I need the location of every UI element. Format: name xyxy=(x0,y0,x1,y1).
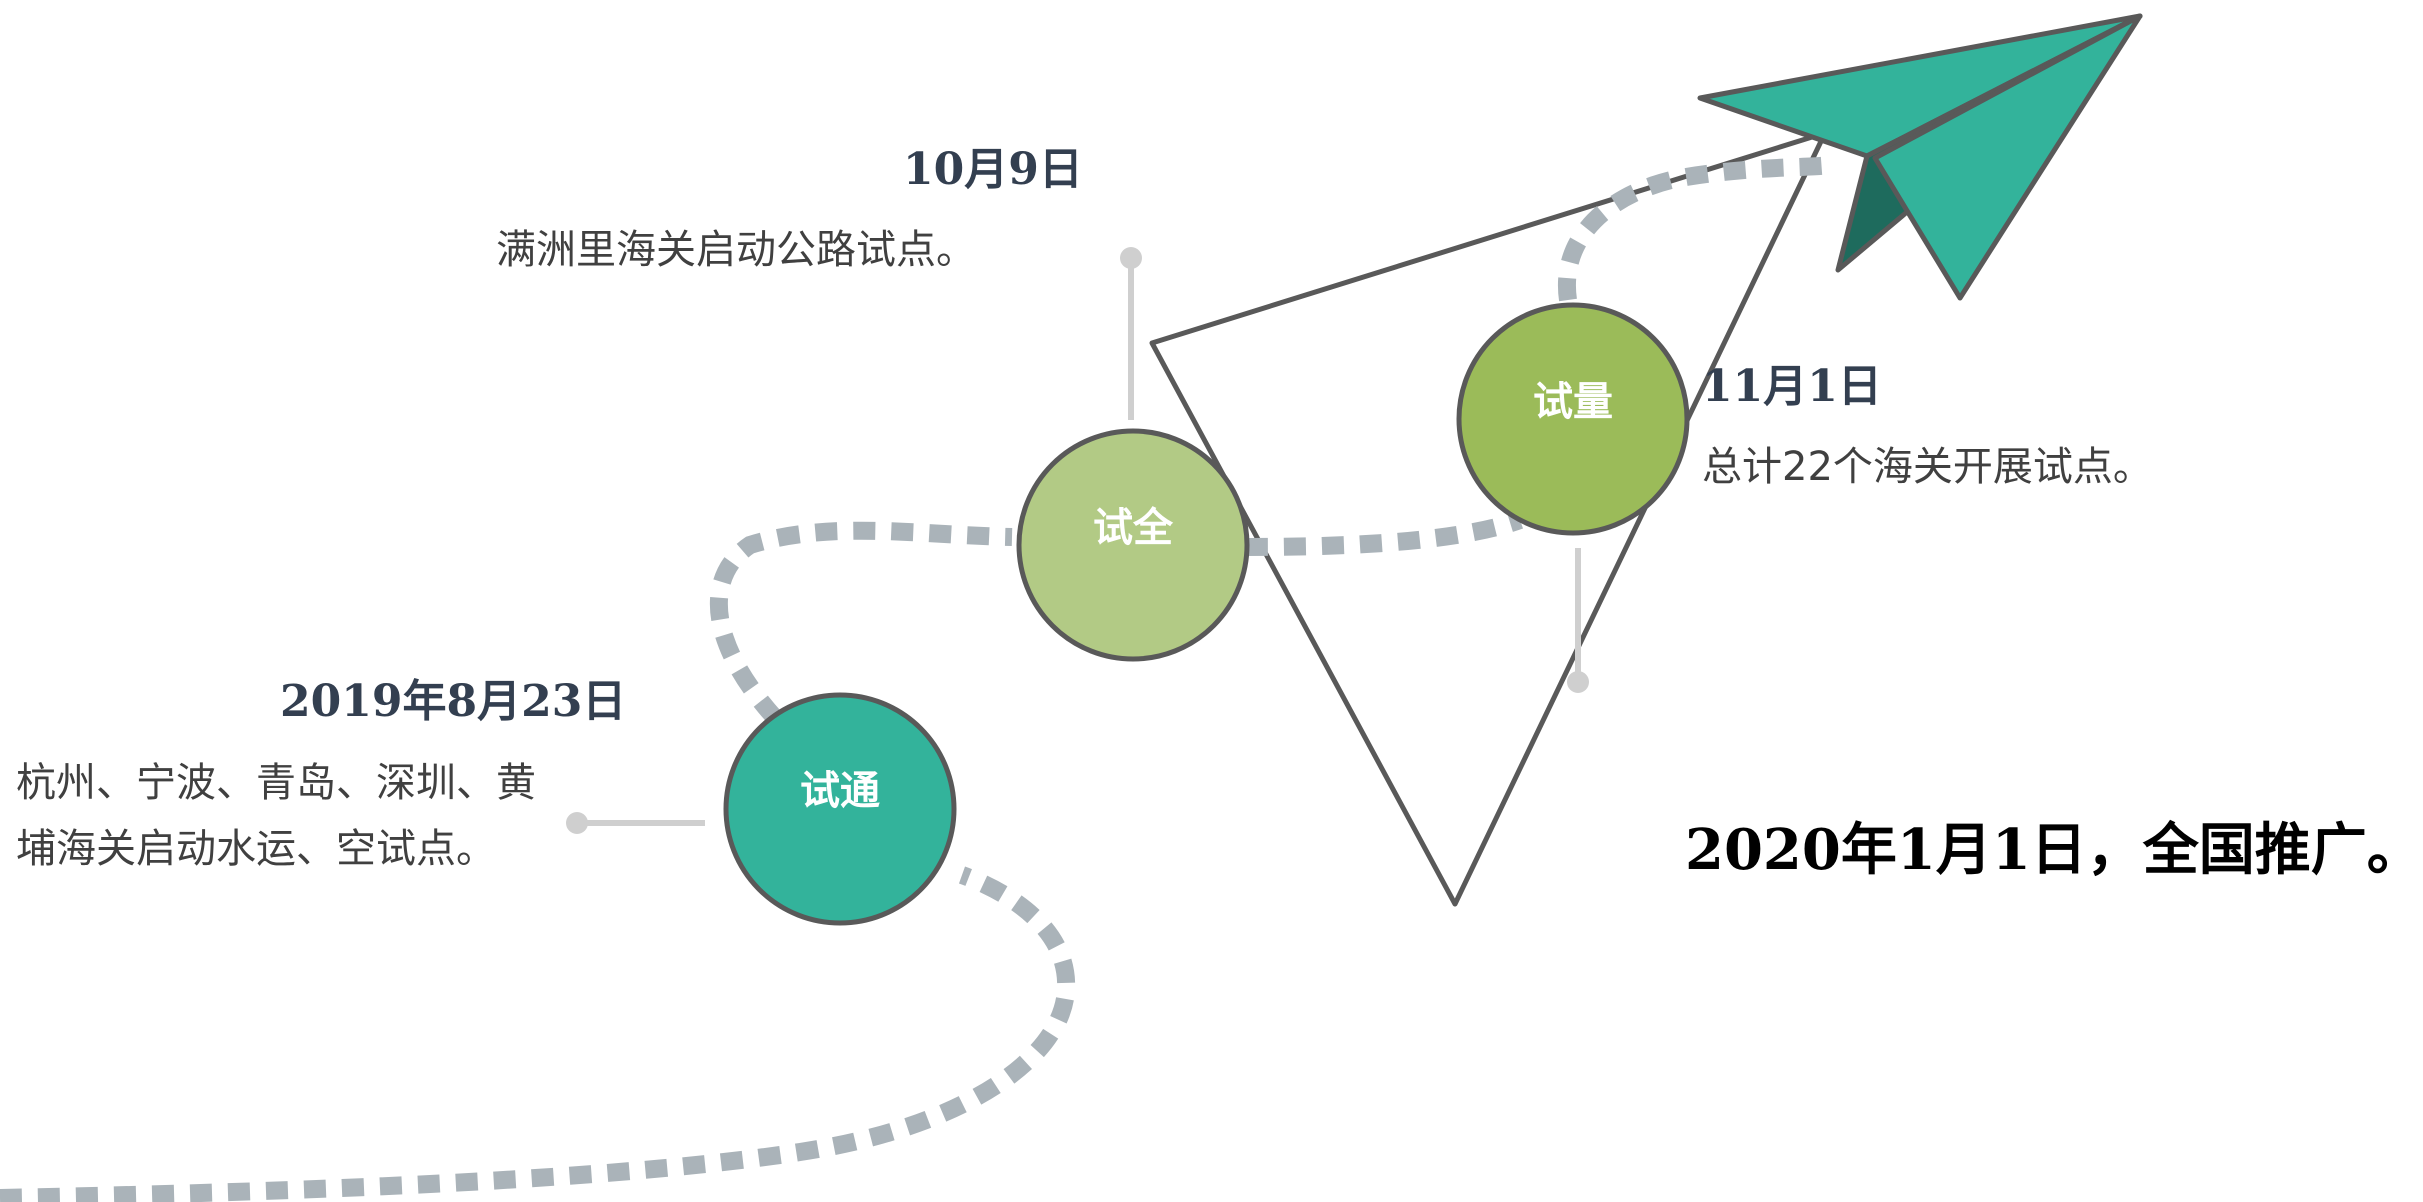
paper-plane-icon xyxy=(1149,130,1828,907)
connector-dot-shiquan xyxy=(1120,247,1142,269)
final-announcement: 2020年1月1日，全国推广。 xyxy=(1685,817,2423,883)
milestone-node-label-shiquan: 试全 xyxy=(1093,505,1173,551)
milestone-description-line: 满洲里海关启动公路试点。 xyxy=(496,227,976,273)
milestone-description-line: 埔海关启动水运、空试点。 xyxy=(16,826,496,872)
milestone-date-shiquan: 10月9日 xyxy=(903,144,1083,195)
milestone-node-shiquan xyxy=(1016,428,1250,662)
milestone-description-line: 杭州、宁波、青岛、深圳、黄 xyxy=(16,760,536,806)
timeline-route xyxy=(0,156,1832,1202)
paper-plane-front-wing xyxy=(1872,13,2143,301)
milestone-description-shitong: 杭州、宁波、青岛、深圳、黄 埔海关启动水运、空试点。 xyxy=(16,750,596,882)
milestone-node-label-shitong: 试通 xyxy=(800,768,880,814)
milestone-description-line: 总计22个海关开展试点。 xyxy=(1702,444,2153,490)
connector-dot-shitong xyxy=(566,812,588,834)
milestone-node-label-shiliang: 试量 xyxy=(1533,379,1613,425)
milestone-description-shiliang: 总计22个海关开展试点。 xyxy=(1702,434,2262,500)
timeline-diagram xyxy=(0,13,2143,1202)
milestone-node-shitong xyxy=(723,692,957,926)
milestone-date-shitong: 2019年8月23日 xyxy=(280,676,627,727)
paper-plane-body xyxy=(1149,130,1828,907)
milestone-description-shiquan: 满洲里海关启动公路试点。 xyxy=(496,217,1056,283)
milestone-node-shiliang xyxy=(1456,302,1690,536)
milestone-date-shiliang: 11月1日 xyxy=(1702,361,1882,412)
connector-dot-shiliang xyxy=(1567,671,1589,693)
paper-plane-wings xyxy=(1697,13,2143,301)
